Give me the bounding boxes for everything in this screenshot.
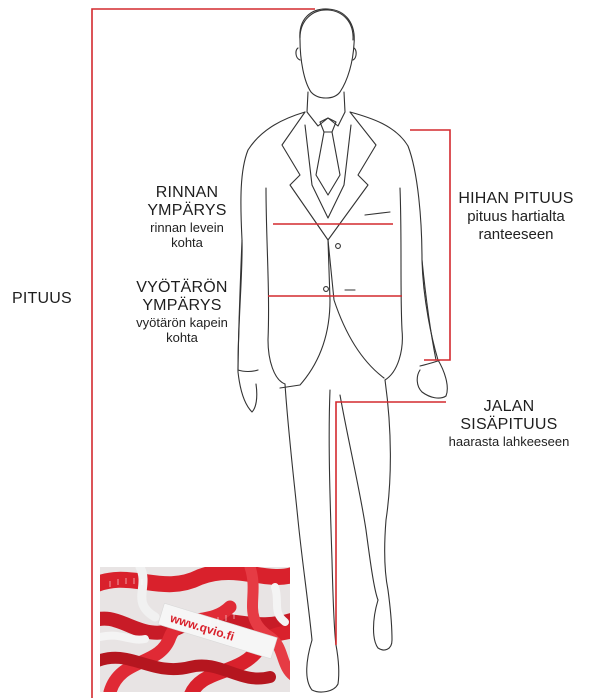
waist-subtitle-line-1: vyötärön kapein (112, 316, 252, 331)
measuring-tape-photo: www.qvio.fi (100, 567, 290, 692)
sleeve-title: HIHAN PITUUS (448, 190, 584, 208)
waist-title-line-1: VYÖTÄRÖN (112, 279, 252, 297)
chest-title-line-2: YMPÄRYS (132, 202, 242, 220)
measuring-tape-image: www.qvio.fi (100, 567, 290, 692)
chest-label-group: RINNAN YMPÄRYS rinnan levein kohta (132, 184, 242, 251)
inseam-title-line-2: SISÄPITUUS (435, 416, 583, 434)
height-label: PITUUS (12, 290, 72, 308)
waist-label-group: VYÖTÄRÖN YMPÄRYS vyötärön kapein kohta (112, 279, 252, 346)
waist-subtitle-line-2: kohta (112, 331, 252, 346)
chest-subtitle-line-2: kohta (132, 236, 242, 251)
waist-title-line-2: YMPÄRYS (112, 297, 252, 315)
inseam-label-group: JALAN SISÄPITUUS haarasta lahkeeseen (435, 398, 583, 450)
sleeve-subtitle-line-2: ranteeseen (448, 226, 584, 243)
inseam-subtitle: haarasta lahkeeseen (435, 435, 583, 450)
sleeve-label-group: HIHAN PITUUS pituus hartialta ranteeseen (448, 190, 584, 243)
sleeve-subtitle-line-1: pituus hartialta (448, 208, 584, 225)
inseam-title-line-1: JALAN (435, 398, 583, 416)
inseam-measure-line (336, 402, 446, 645)
chest-subtitle-line-1: rinnan levein (132, 221, 242, 236)
chest-title-line-1: RINNAN (132, 184, 242, 202)
